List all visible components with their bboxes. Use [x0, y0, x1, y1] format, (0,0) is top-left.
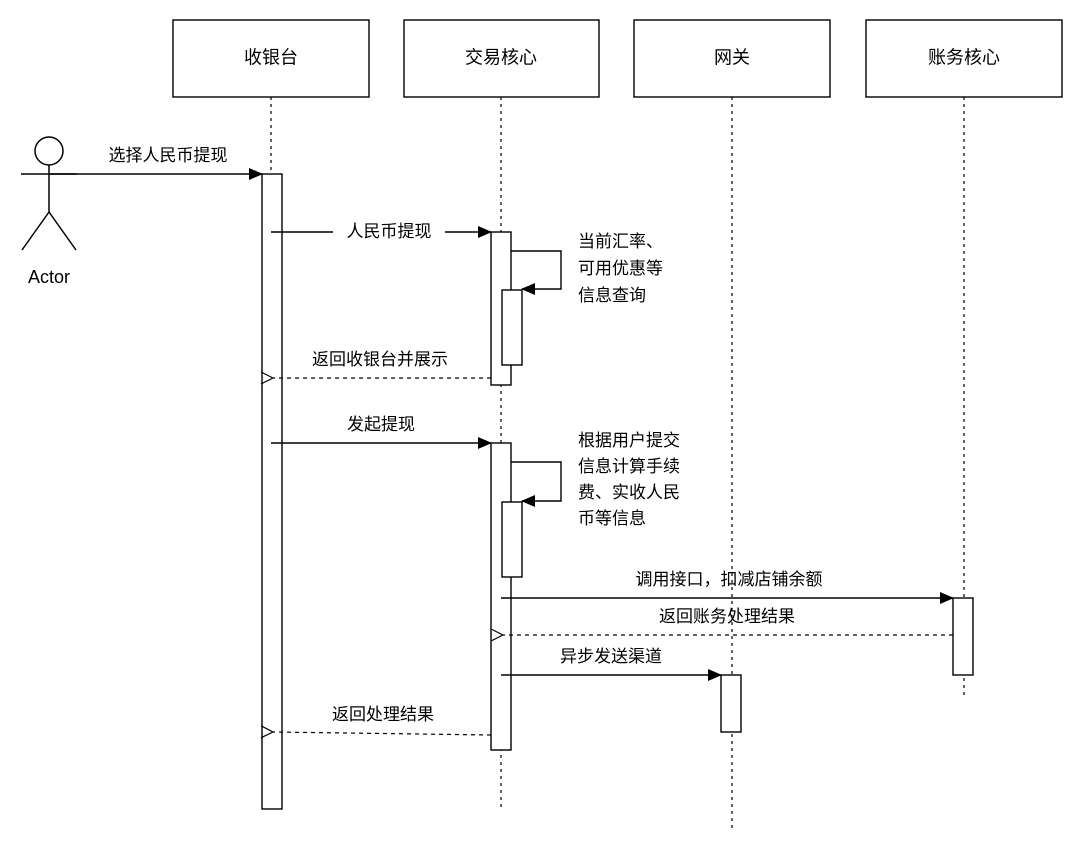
actor-label: Actor	[28, 267, 70, 287]
note-line: 费、实收人民	[578, 483, 680, 503]
participant-label: 收银台	[244, 48, 298, 69]
self-call-note-rate-query: 当前汇率、 可用优惠等 信息查询	[578, 232, 663, 306]
return-processing-result	[273, 732, 492, 735]
note-line: 信息计算手续	[578, 457, 680, 477]
self-call-fee-calc	[511, 461, 562, 507]
message-label: 人民币提现	[347, 222, 432, 242]
self-call-rate-query	[511, 250, 562, 295]
message-label: 返回账务处理结果	[659, 607, 795, 627]
activation-trade-core-2-self	[501, 501, 523, 578]
note-line: 可用优惠等	[578, 259, 663, 279]
message-label: 返回处理结果	[332, 705, 434, 725]
note-line: 币等信息	[578, 509, 646, 529]
self-call-note-fee-calc: 根据用户提交 信息计算手续 费、实收人民 币等信息	[578, 431, 680, 529]
activation-trade-core-2	[490, 442, 512, 751]
activation-trade-core-1-self	[501, 289, 523, 366]
actor-figure	[21, 136, 77, 251]
message-label: 选择人民币提现	[109, 146, 228, 166]
participant-label: 账务核心	[928, 48, 1000, 69]
participant-cashier: 收银台	[172, 19, 370, 98]
activation-accounting-core	[952, 597, 974, 676]
note-line: 当前汇率、	[578, 232, 663, 252]
message-label: 调用接口，扣减店铺余额	[636, 570, 823, 590]
message-label: 发起提现	[347, 415, 415, 435]
participant-accounting-core: 账务核心	[865, 19, 1063, 98]
activation-gateway	[720, 674, 742, 733]
note-line: 根据用户提交	[578, 431, 680, 451]
activation-cashier	[261, 173, 283, 810]
actor-head	[34, 136, 64, 166]
note-line: 信息查询	[578, 286, 646, 306]
participant-label: 网关	[714, 48, 750, 69]
message-label: 异步发送渠道	[560, 647, 662, 667]
participant-trade-core: 交易核心	[403, 19, 600, 98]
message-label: 返回收银台并展示	[312, 350, 448, 370]
participant-gateway: 网关	[633, 19, 831, 98]
participant-label: 交易核心	[465, 48, 537, 69]
